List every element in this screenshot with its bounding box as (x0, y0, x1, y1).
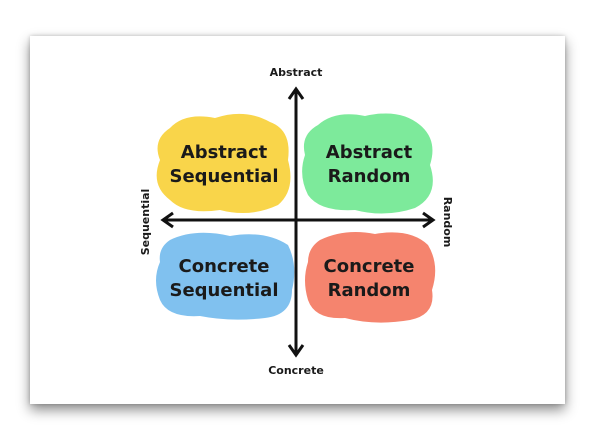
arrow-right-icon (422, 211, 436, 229)
quadrant-label: Concrete (324, 256, 415, 277)
quadrant-label: Random (328, 280, 411, 301)
axis-label-bottom: Concrete (268, 364, 324, 377)
quadrant-label: Sequential (170, 280, 279, 301)
quadrant-blob-abstract-sequential (156, 113, 291, 214)
quadrant-blob-concrete-random (305, 232, 436, 323)
axis-label-left: Sequential (139, 189, 152, 256)
quadrant-label: Sequential (170, 166, 279, 187)
axes (160, 86, 436, 358)
quadrant-label: Abstract (326, 142, 413, 163)
quadrant-blob-concrete-sequential (156, 232, 295, 320)
quadrant-label: Abstract (181, 142, 268, 163)
quadrant-label: Concrete (179, 256, 270, 277)
arrow-left-icon (160, 211, 174, 229)
arrow-down-icon (287, 344, 305, 358)
quadrant-blob-abstract-random (302, 113, 433, 214)
axis-label-top: Abstract (270, 66, 323, 79)
axis-label-right: Random (441, 197, 454, 248)
arrow-up-icon (287, 86, 305, 100)
quadrant-label: Random (328, 166, 411, 187)
